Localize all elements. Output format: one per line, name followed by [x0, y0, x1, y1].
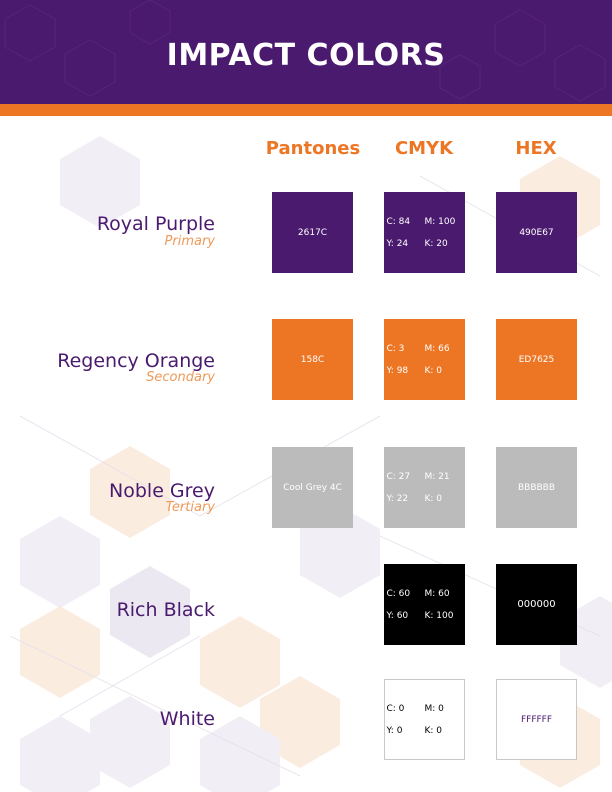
cmyk-m: M: 66 — [424, 343, 450, 354]
color-role-primary: Primary — [164, 234, 215, 249]
cmyk-c: C: 84 — [386, 216, 411, 227]
hex-code: 000000 — [517, 599, 556, 610]
color-name-white: White — [159, 708, 215, 730]
pantone-code: 158C — [300, 354, 325, 365]
cmyk-y: Y: 0 — [386, 725, 403, 736]
cmyk-swatch-regency-orange: C: 3 M: 66 Y: 98 K: 0 — [384, 319, 465, 400]
hex-swatch-white: FFFFFF — [496, 679, 577, 760]
color-name-royal-purple: Royal Purple — [96, 213, 215, 235]
header-hexagon-pattern — [4, 0, 606, 102]
pantone-code: 2617C — [297, 227, 328, 238]
cmyk-swatch-white: C: 0 M: 0 Y: 0 K: 0 — [384, 679, 465, 760]
cmyk-swatch-rich-black: C: 60 M: 60 Y: 60 K: 100 — [384, 564, 465, 645]
cmyk-k: K: 20 — [424, 238, 448, 249]
cmyk-c: C: 0 — [386, 703, 405, 714]
cmyk-k: K: 100 — [424, 610, 454, 621]
hex-swatch-rich-black: 000000 — [496, 564, 577, 645]
cmyk-swatch-royal-purple: C: 84 M: 100 Y: 24 K: 20 — [384, 192, 465, 273]
cmyk-y: Y: 98 — [386, 365, 409, 376]
cmyk-c: C: 3 — [386, 343, 405, 354]
column-header-cmyk: CMYK — [394, 138, 454, 159]
hex-code: ED7625 — [518, 354, 555, 365]
hex-code: 490E67 — [519, 227, 554, 238]
hex-swatch-noble-grey: BBBBBB — [496, 447, 577, 528]
cmyk-k: K: 0 — [424, 493, 443, 504]
page-title: IMPACT COLORS — [166, 38, 446, 73]
column-header-pantones: Pantones — [265, 138, 361, 159]
orange-divider — [0, 104, 612, 116]
pantone-swatch-royal-purple: 2617C — [272, 192, 353, 273]
cmyk-m: M: 0 — [424, 703, 444, 714]
color-role-secondary: Secondary — [146, 370, 215, 385]
cmyk-k: K: 0 — [424, 725, 443, 736]
cmyk-m: M: 100 — [424, 216, 456, 227]
hex-code: BBBBBB — [517, 482, 556, 493]
cmyk-swatch-noble-grey: C: 27 M: 21 Y: 22 K: 0 — [384, 447, 465, 528]
color-name-noble-grey: Noble Grey — [109, 480, 215, 502]
cmyk-c: C: 60 — [386, 588, 411, 599]
cmyk-y: Y: 60 — [386, 610, 409, 621]
pantone-code: Cool Grey 4C — [283, 482, 342, 493]
cmyk-m: M: 60 — [424, 588, 450, 599]
column-header-hex: HEX — [515, 138, 557, 159]
cmyk-y: Y: 24 — [386, 238, 409, 249]
hex-swatch-royal-purple: 490E67 — [496, 192, 577, 273]
pantone-swatch-noble-grey: Cool Grey 4C — [272, 447, 353, 528]
color-name-rich-black: Rich Black — [116, 599, 215, 621]
hex-code: FFFFFF — [520, 714, 553, 725]
cmyk-m: M: 21 — [424, 471, 450, 482]
pantone-swatch-regency-orange: 158C — [272, 319, 353, 400]
cmyk-y: Y: 22 — [386, 493, 409, 504]
color-name-regency-orange: Regency Orange — [57, 350, 215, 372]
hex-swatch-regency-orange: ED7625 — [496, 319, 577, 400]
header-banner: IMPACT COLORS — [0, 0, 612, 104]
cmyk-c: C: 27 — [386, 471, 411, 482]
cmyk-k: K: 0 — [424, 365, 443, 376]
color-role-tertiary: Tertiary — [165, 500, 215, 515]
